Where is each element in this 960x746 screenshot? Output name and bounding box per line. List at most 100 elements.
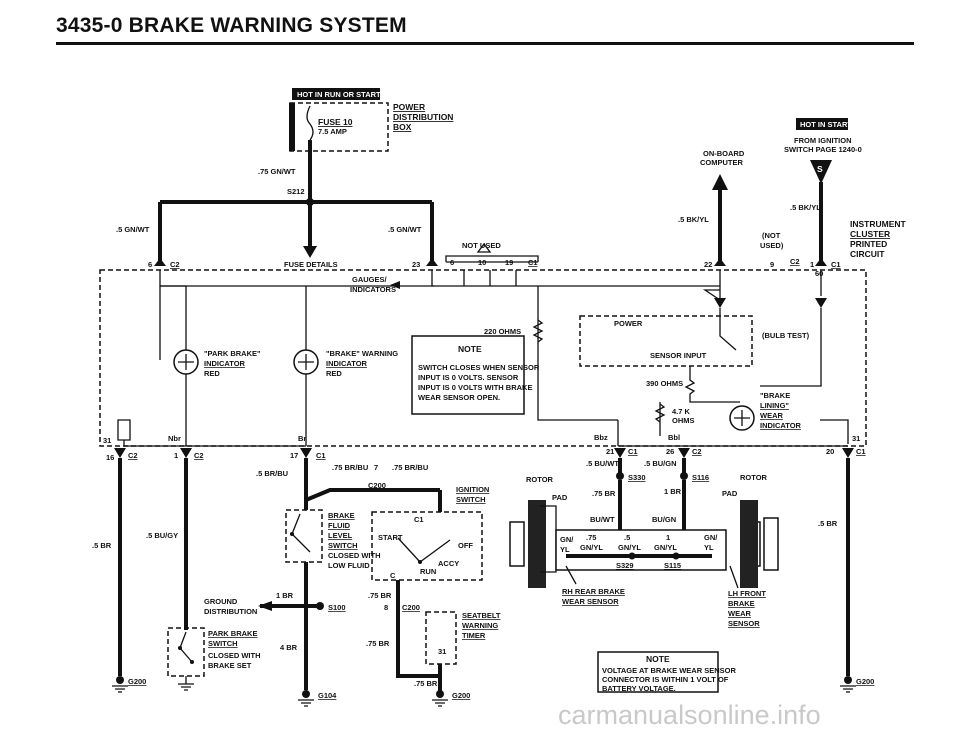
onboard-arrow-icon bbox=[712, 174, 728, 190]
note2-line1: VOLTAGE AT BRAKE WEAR SENSOR bbox=[602, 666, 736, 675]
wire-label-5br-right: .5 BR bbox=[818, 519, 838, 528]
wire-label-5bugy: .5 BU/GY bbox=[146, 531, 178, 540]
splice-s212: S212 bbox=[287, 187, 305, 196]
splice-s329: S329 bbox=[616, 561, 634, 570]
title-rule bbox=[56, 42, 914, 45]
park-indicator-2: INDICATOR bbox=[204, 359, 246, 368]
brake-indicator-2: INDICATOR bbox=[326, 359, 368, 368]
page-title: 3435-0 BRAKE WARNING SYSTEM bbox=[56, 14, 407, 37]
note1-line4: WEAR SENSOR OPEN. bbox=[418, 393, 500, 402]
bbl-label: Bbl bbox=[668, 433, 680, 442]
park-switch-4: BRAKE SET bbox=[208, 661, 252, 670]
pad-right: PAD bbox=[722, 489, 738, 498]
pin-10: 10 bbox=[478, 258, 486, 267]
pin-31-right: 31 bbox=[852, 434, 860, 443]
wire-label-1br-b: 1 BR bbox=[664, 487, 682, 496]
wire-gn-2: GN/ bbox=[704, 533, 718, 542]
park-indicator-3: RED bbox=[204, 369, 220, 378]
not-used-right-1: (NOT bbox=[762, 231, 781, 240]
pin-1: 1 bbox=[810, 260, 814, 269]
seatbelt-timer-box bbox=[425, 611, 457, 665]
hot-run-start-badge bbox=[292, 88, 380, 100]
note2-title: NOTE bbox=[646, 654, 670, 664]
cluster-line3: PRINTED bbox=[850, 239, 887, 249]
splice-s330: S330 bbox=[628, 473, 646, 482]
ign-start: START bbox=[378, 533, 403, 542]
s-marker-text: S bbox=[817, 164, 823, 174]
nbr-label: Nbr bbox=[168, 434, 181, 443]
wire-label-5bugn: .5 BU/GN bbox=[644, 459, 677, 468]
fuse-rating: 7.5 AMP bbox=[318, 127, 347, 136]
rotor-left-disc bbox=[528, 500, 546, 588]
hot-start-badge bbox=[796, 118, 848, 130]
wire-label-75brbu-a: .75 BR/BU bbox=[332, 463, 368, 472]
wire-gnyl-1: GN/YL bbox=[580, 543, 603, 552]
note1-line1: SWITCH CLOSES WHEN SENSOR bbox=[418, 363, 540, 372]
sensor-connector-box bbox=[555, 529, 727, 571]
park-brake-bulb-icon bbox=[173, 349, 199, 375]
ohms-47k: 4.7 K bbox=[672, 407, 691, 416]
ignition-switch-2: SWITCH bbox=[456, 495, 486, 504]
conn-c1-top: C1 bbox=[528, 258, 538, 267]
park-brake-switch-box[interactable] bbox=[167, 627, 205, 677]
conn-c200: C200 bbox=[368, 481, 386, 490]
wire-label-5bkyl-right: .5 BK/YL bbox=[790, 203, 821, 212]
ohms-47k-2: OHMS bbox=[672, 416, 695, 425]
bbz-label: Bbz bbox=[594, 433, 608, 442]
ground-dist-1: GROUND bbox=[204, 597, 238, 606]
note1-box bbox=[411, 335, 525, 415]
pin-17: 17 bbox=[290, 451, 298, 460]
pin-26: 26 bbox=[666, 447, 674, 456]
s-marker-icon bbox=[810, 160, 832, 184]
ignition-switch-1: IGNITION bbox=[456, 485, 489, 494]
pad-left: PAD bbox=[552, 493, 568, 502]
lh-sensor-2: BRAKE bbox=[728, 599, 755, 608]
fluid-switch-2: FLUID bbox=[328, 521, 351, 530]
lh-sensor-1: LH FRONT bbox=[728, 589, 766, 598]
conn-c2-top: C2 bbox=[170, 260, 180, 269]
lining-indicator-4: INDICATOR bbox=[760, 421, 802, 430]
wire-1: 1 bbox=[666, 533, 670, 542]
fuse-icon bbox=[306, 105, 314, 141]
from-ignition-1: FROM IGNITION bbox=[794, 136, 852, 145]
park-switch-2: SWITCH bbox=[208, 639, 238, 648]
pdb-label-3: BOX bbox=[393, 122, 412, 132]
wire-label-5gnwt-right: .5 GN/WT bbox=[388, 225, 422, 234]
fluid-level-switch-box[interactable] bbox=[285, 509, 323, 563]
conn-c2b: C2 bbox=[790, 257, 800, 266]
pin-9: 9 bbox=[770, 260, 774, 269]
hot-run-start-text: HOT IN RUN OR START bbox=[297, 90, 381, 99]
note2-line3: BATTERY VOLTAGE. bbox=[602, 684, 676, 693]
ignition-switch-box[interactable] bbox=[371, 511, 483, 581]
ign-c: C bbox=[390, 571, 396, 580]
br-label: Br bbox=[298, 434, 306, 443]
brake-indicator-1: "BRAKE" WARNING bbox=[326, 349, 398, 358]
not-used-label: NOT USED bbox=[462, 241, 501, 250]
fuse-name: FUSE 10 bbox=[318, 117, 353, 127]
ground-g200-left: G200 bbox=[128, 677, 146, 686]
lining-wear-bulb-icon bbox=[729, 405, 755, 431]
not-used-right-2: USED) bbox=[760, 241, 784, 250]
power-label: POWER bbox=[614, 319, 643, 328]
pin-7: 7 bbox=[374, 463, 378, 472]
pin-16: 16 bbox=[106, 453, 114, 462]
pin-31-left: 31 bbox=[103, 436, 111, 445]
note1-line3: INPUT IS 0 VOLTS WITH BRAKE bbox=[418, 383, 532, 392]
note2-line2: CONNECTOR IS WITHIN 1 VOLT OF bbox=[602, 675, 729, 684]
note1-line2: INPUT IS 0 VOLTS. SENSOR bbox=[418, 373, 519, 382]
park-indicator-1: "PARK BRAKE" bbox=[204, 349, 261, 358]
park-switch-1: PARK BRAKE bbox=[208, 629, 257, 638]
onboard-line1: ON-BOARD bbox=[703, 149, 745, 158]
ground-dist-2: DISTRIBUTION bbox=[204, 607, 257, 616]
pin-21: 21 bbox=[606, 447, 614, 456]
seatbelt-2: WARNING bbox=[462, 621, 498, 630]
seatbelt-3: TIMER bbox=[462, 631, 486, 640]
onboard-line2: COMPUTER bbox=[700, 158, 744, 167]
conn-c2c: C2 bbox=[128, 451, 138, 460]
bulb-test-label: (BULB TEST) bbox=[762, 331, 810, 340]
pin-22: 22 bbox=[704, 260, 712, 269]
cluster-line4: CIRCUIT bbox=[850, 249, 885, 259]
lh-sensor-4: SENSOR bbox=[728, 619, 760, 628]
ohms-220: 220 OHMS bbox=[484, 327, 521, 336]
park-switch-3: CLOSED WITH bbox=[208, 651, 261, 660]
